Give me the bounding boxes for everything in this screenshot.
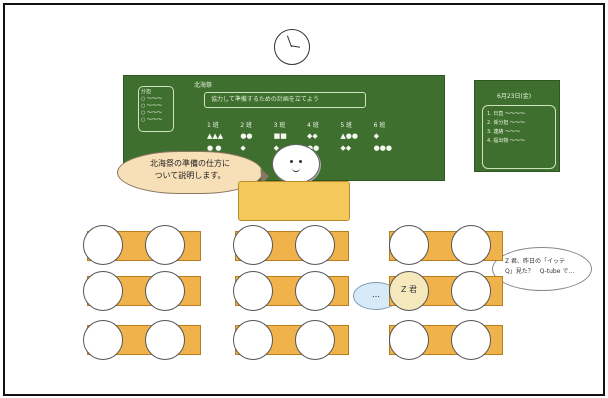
board-title: 北海祭 — [194, 82, 213, 89]
teacher-face-icon — [272, 144, 320, 184]
bubble-line: Z 君、昨日の「イッテ — [505, 258, 566, 265]
bubble-line: ついて説明します。 — [154, 171, 226, 180]
student-seat — [145, 271, 185, 311]
bubble-line: Q」見た？ Q-tube で… — [505, 268, 575, 275]
student-seat — [451, 271, 491, 311]
schedule-item: 4. 提出物 ～～～ — [487, 138, 525, 144]
schedule-item: 3. 連絡 ～～～ — [487, 129, 520, 135]
student-seat — [295, 320, 335, 360]
column-mark: ◆ — [373, 132, 380, 140]
board-columns: 1 班 2 班 3 班 4 班 5 班 6 班 ▲▲▲ ●● ■■ ◆◆ ▲●●… — [207, 120, 407, 160]
student-seat — [389, 225, 429, 265]
legend-box: 分担 ○ ～～～ ○ ～～～ ○ ～～～ ○ ～～～ — [138, 86, 174, 132]
student-seat — [451, 225, 491, 265]
schedule-item: 2. 係分担 ～～～ — [487, 120, 525, 126]
legend-heading: 分担 — [141, 89, 152, 95]
eye-icon — [299, 160, 302, 163]
column-mark: ◆◆ — [340, 144, 352, 152]
student-seat — [295, 271, 335, 311]
student-seat — [83, 320, 123, 360]
column-mark: ●● — [306, 144, 320, 152]
column-mark: ◆◆ — [306, 132, 318, 140]
student-seat — [83, 225, 123, 265]
legend-item: ○ ～～～ — [141, 117, 162, 123]
whiteboard-scene: 分担 ○ ～～～ ○ ～～～ ○ ～～～ ○ ～～～ 北海祭 協力して準備するた… — [3, 3, 605, 396]
column-mark: ▲●● — [340, 132, 358, 140]
column-label: 1 班 — [207, 122, 219, 129]
teacher-desk — [238, 181, 350, 221]
column-mark: ●● — [240, 132, 253, 140]
legend-item: ○ ～～～ — [141, 110, 162, 116]
column-label: 2 班 — [240, 122, 253, 129]
student-seat — [295, 225, 335, 265]
column-label: 6 班 — [373, 122, 386, 129]
column-mark: ◆ — [273, 144, 280, 152]
student-seat-z: Z 君 — [389, 271, 429, 311]
board-date: 6月23日(金) — [497, 93, 532, 100]
student-seat — [451, 320, 491, 360]
column-label: 3 班 — [273, 122, 286, 129]
student-seat — [233, 320, 273, 360]
legend-item: ○ ～～～ — [141, 103, 162, 109]
column-label: 4 班 — [306, 122, 319, 129]
student-seat — [233, 271, 273, 311]
legend-item: ○ ～～～ — [141, 96, 162, 102]
column-mark: ▲▲▲ — [207, 132, 224, 140]
student-seat — [145, 320, 185, 360]
side-chalkboard: 6月23日(金) 1. 日直 ～～～～ 2. 係分担 ～～～ 3. 連絡 ～～～… — [474, 80, 560, 172]
student-name: Z 君 — [401, 285, 418, 294]
column-mark: ● ● — [207, 144, 222, 152]
eye-icon — [290, 160, 293, 163]
schedule-panel: 1. 日直 ～～～～ 2. 係分担 ～～～ 3. 連絡 ～～～ 4. 提出物 ～… — [482, 105, 556, 169]
mouth-icon — [292, 167, 300, 172]
column-mark: ●●● — [373, 144, 392, 152]
column-label: 5 班 — [340, 122, 353, 129]
board-objective: 協力して準備するための計画を立てよう — [204, 92, 366, 108]
schedule-item: 1. 日直 ～～～～ — [487, 111, 525, 117]
student-seat — [145, 225, 185, 265]
student-speech-bubble: Z 君、昨日の「イッテ Q」見た？ Q-tube で… — [492, 247, 592, 291]
column-mark: ■■ — [273, 132, 287, 140]
student-seat — [83, 271, 123, 311]
student-seat — [233, 225, 273, 265]
bubble-line: 北海祭の準備の仕方に — [150, 159, 230, 168]
column-mark: ◆ — [240, 144, 246, 152]
clock-icon — [274, 29, 310, 65]
student-seat — [389, 320, 429, 360]
